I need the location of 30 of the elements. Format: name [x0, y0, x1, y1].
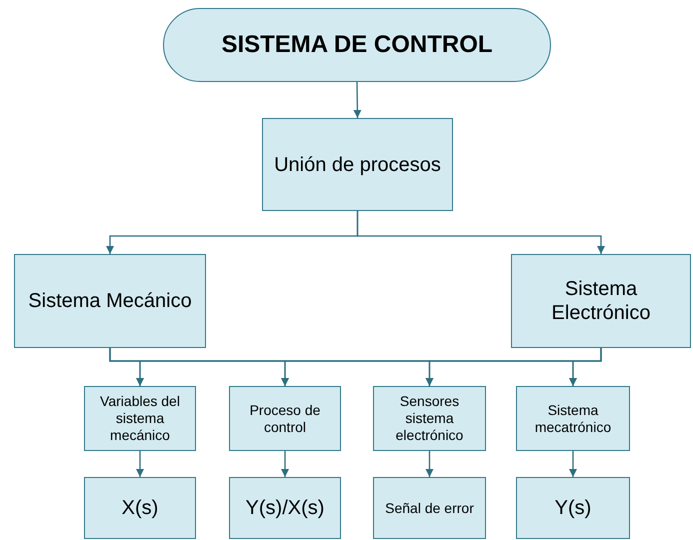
node-label: Y(s)/X(s)	[246, 496, 324, 520]
process-box	[373, 386, 486, 451]
process-box	[229, 477, 341, 539]
node-label: Sistema mecatrónico	[534, 402, 612, 436]
arrow	[426, 451, 434, 477]
node-label: SISTEMA DE CONTROL	[221, 30, 493, 60]
node-label: Unión de procesos	[274, 152, 441, 176]
arrow	[356, 211, 605, 254]
node-label: Y(s)	[554, 496, 592, 520]
arrow	[353, 82, 362, 118]
arrow	[569, 348, 602, 386]
node-label: Variables del sistema mecánico	[99, 393, 181, 444]
process-box	[84, 386, 196, 451]
arrow	[136, 451, 144, 477]
process-box	[516, 386, 630, 451]
process-box	[511, 254, 691, 348]
node-label: Sistema Electrónico	[550, 277, 652, 325]
process-box	[14, 254, 206, 348]
process-box	[516, 477, 630, 539]
process-box	[373, 477, 486, 539]
arrow	[281, 451, 289, 477]
node-label: Señal de error	[385, 500, 474, 516]
process-box	[84, 477, 196, 539]
node-label: Sistema Mecánico	[28, 289, 192, 313]
process-box	[262, 118, 453, 211]
arrow	[569, 451, 577, 477]
node-label: Proceso de control	[248, 402, 322, 436]
node-label: X(s)	[122, 496, 158, 520]
process-box	[229, 386, 341, 451]
node-label: Sensores sistema electrónico	[394, 393, 464, 444]
